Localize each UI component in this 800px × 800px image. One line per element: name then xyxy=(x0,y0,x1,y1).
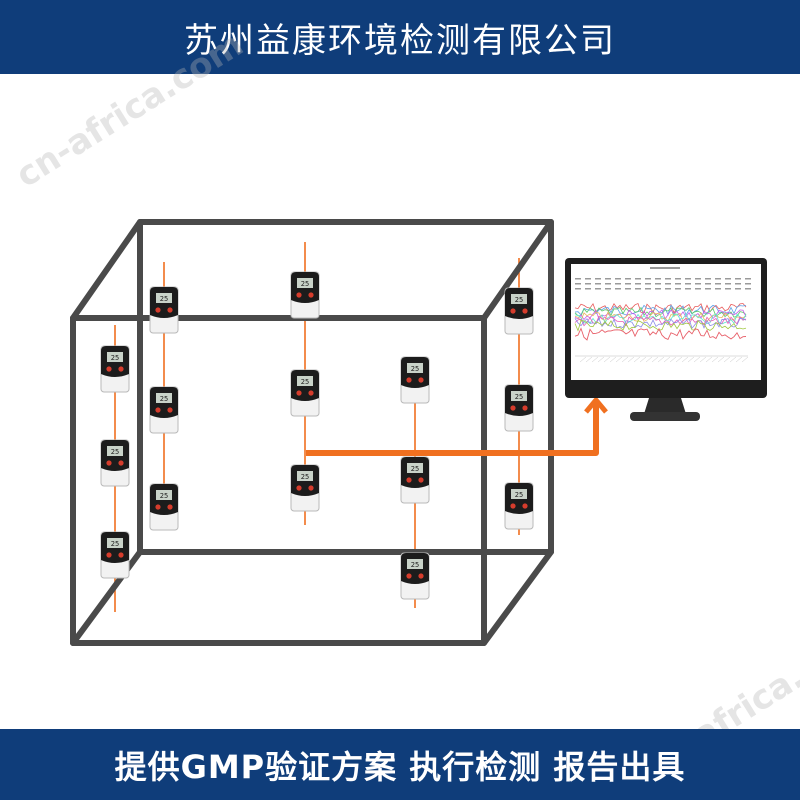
temperature-data-logger-icon: 25 xyxy=(290,271,320,319)
screen-chart-series xyxy=(574,302,747,314)
screen-chart-tick xyxy=(735,356,743,363)
temperature-data-logger-icon: 25 xyxy=(149,286,179,334)
logger-reading: 25 xyxy=(111,540,119,548)
screen-chart-tick xyxy=(621,356,629,363)
logger-reading: 25 xyxy=(515,491,523,499)
temperature-data-logger-icon: 25 xyxy=(400,552,430,600)
company-banner: 苏州益康环境检测有限公司 xyxy=(0,0,800,74)
temperature-data-logger-icon: 25 xyxy=(149,483,179,531)
data-loggers: 25 25 25 25 25 25 25 25 25 25 25 25 25 25 25 xyxy=(100,271,534,600)
screen-chart-series xyxy=(574,304,747,317)
temperature-data-logger-icon: 25 xyxy=(400,356,430,404)
logger-reading: 25 xyxy=(160,492,168,500)
service-tagline: 提供GMP验证方案 执行检测 报告出具 xyxy=(114,747,686,786)
screen-chart-tick xyxy=(597,356,605,363)
screen-chart-tick xyxy=(633,356,641,363)
screen-chart-tick xyxy=(663,356,671,363)
screen-chart-tick xyxy=(603,356,611,363)
screen-chart-tick xyxy=(705,356,713,363)
screen-chart-series xyxy=(574,315,747,327)
screen-chart-tick xyxy=(693,356,701,363)
temperature-data-logger-icon: 25 xyxy=(504,287,534,335)
logger-reading: 25 xyxy=(111,448,119,456)
screen-chart-tick xyxy=(723,356,731,363)
logger-reading: 25 xyxy=(301,473,309,481)
logger-reading: 25 xyxy=(111,354,119,362)
screen-chart-title-bar xyxy=(650,267,680,269)
screen-chart-tick xyxy=(681,356,689,363)
screen-chart-tick xyxy=(591,356,599,363)
logger-reading: 25 xyxy=(160,295,168,303)
temperature-data-logger-icon: 25 xyxy=(504,384,534,432)
monitor-neck xyxy=(644,398,686,414)
screen-legend xyxy=(575,278,751,290)
data-link-arrow xyxy=(306,397,608,456)
screen-chart-tick xyxy=(627,356,635,363)
screen-chart-series xyxy=(574,309,747,321)
screen-chart-series xyxy=(574,306,747,318)
computer-monitor-icon xyxy=(565,258,767,421)
screen-temperature-chart xyxy=(574,302,749,363)
screen-chart-tick xyxy=(615,356,623,363)
screen-chart-tick xyxy=(645,356,653,363)
screen-chart-tick xyxy=(609,356,617,363)
temperature-data-logger-icon: 25 xyxy=(290,464,320,512)
screen-chart-tick xyxy=(651,356,659,363)
chamber-frame xyxy=(70,219,554,646)
logger-reading: 25 xyxy=(301,378,309,386)
frame-back-face xyxy=(137,219,554,555)
logger-reading: 25 xyxy=(411,561,419,569)
screen-chart-tick xyxy=(687,356,695,363)
screen-chart-series xyxy=(574,327,747,341)
service-banner: 提供GMP验证方案 执行检测 报告出具 xyxy=(0,729,800,800)
screen-chart-series xyxy=(574,319,747,332)
screen-chart-tick xyxy=(699,356,707,363)
temperature-data-logger-icon: 25 xyxy=(100,531,130,579)
frame-edge-top-right xyxy=(481,219,554,321)
logger-reading: 25 xyxy=(301,280,309,288)
screen-chart-series xyxy=(574,313,747,325)
frame-edge-bottom-right xyxy=(481,549,554,646)
screen-chart-series xyxy=(574,317,747,330)
company-name: 苏州益康环境检测有限公司 xyxy=(184,20,616,61)
screen-chart-tick xyxy=(717,356,725,363)
temperature-data-logger-icon: 25 xyxy=(100,439,130,487)
screen-chart-tick xyxy=(729,356,737,363)
screen-chart-tick xyxy=(669,356,677,363)
temperature-data-logger-icon: 25 xyxy=(149,386,179,434)
screen-chart-tick xyxy=(675,356,683,363)
logger-reading: 25 xyxy=(160,395,168,403)
screen-chart-tick xyxy=(657,356,665,363)
temperature-data-logger-icon: 25 xyxy=(400,456,430,504)
logger-reading: 25 xyxy=(411,465,419,473)
screen-chart-tick xyxy=(579,356,587,363)
frame-edge-top-left xyxy=(70,219,143,321)
logger-reading: 25 xyxy=(411,365,419,373)
monitor-stand-base xyxy=(630,412,700,421)
temperature-data-logger-icon: 25 xyxy=(100,345,130,393)
screen-chart-tick xyxy=(711,356,719,363)
logger-reading: 25 xyxy=(515,393,523,401)
logger-reading: 25 xyxy=(515,296,523,304)
temperature-data-logger-icon: 25 xyxy=(504,482,534,530)
screen-chart-tick xyxy=(639,356,647,363)
screen-chart-tick xyxy=(585,356,593,363)
frame-front-face xyxy=(70,315,487,646)
screen-chart-tick xyxy=(741,356,749,363)
temperature-data-logger-icon: 25 xyxy=(290,369,320,417)
